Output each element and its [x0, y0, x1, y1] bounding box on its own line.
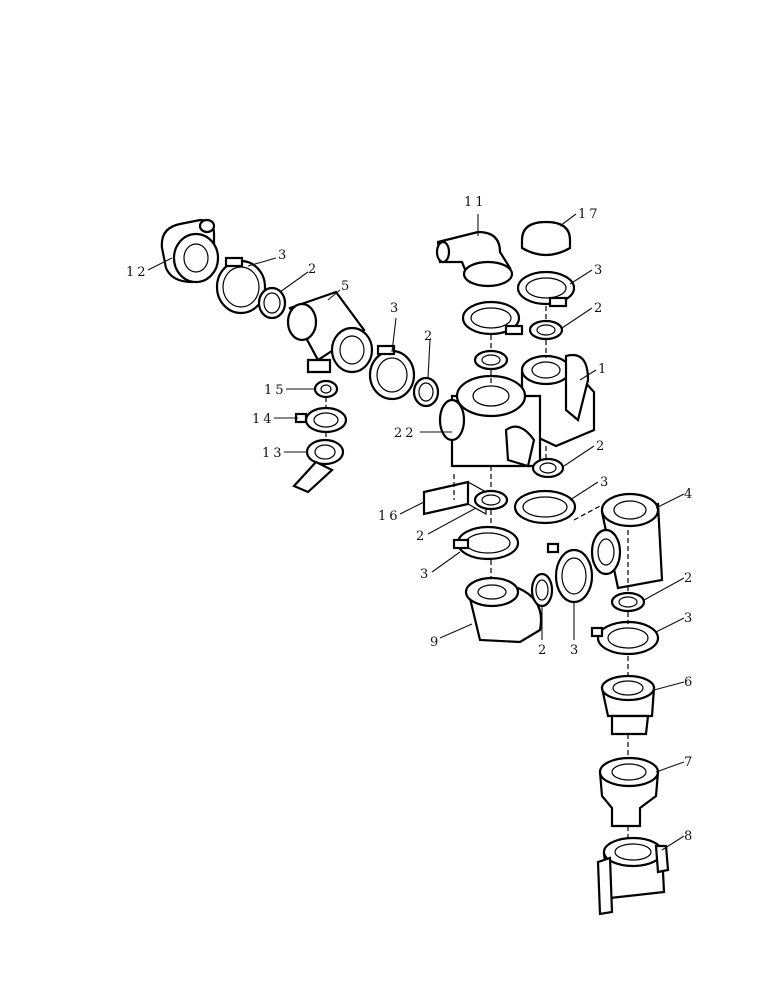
- callout-16: 16: [378, 509, 401, 524]
- callout-12: 12: [126, 265, 149, 280]
- part-14-clamp: [294, 406, 348, 434]
- leader-lines: [147, 213, 685, 851]
- callout-7: 7: [684, 755, 695, 770]
- part-2-oring-middle: [412, 376, 440, 408]
- part-9-elbow: [464, 576, 543, 644]
- callout-11: 11: [464, 195, 487, 210]
- part-15-nut: [313, 379, 339, 399]
- callout-17: 17: [578, 207, 601, 222]
- part-3-clamp-near-9: [546, 542, 594, 604]
- callout-3-a: 3: [278, 248, 289, 263]
- callout-1: 1: [598, 362, 609, 377]
- part-3-clamp-lower-center: [452, 525, 520, 561]
- callout-3-d: 3: [600, 475, 611, 490]
- callout-4: 4: [684, 487, 695, 502]
- part-3-clamp-middle: [368, 344, 416, 401]
- part-2-oring-near-9: [530, 572, 554, 608]
- part-4-tee: [590, 492, 664, 590]
- callout-2-e: 2: [416, 529, 427, 544]
- part-12-elbow: [160, 218, 220, 284]
- callout-3-e: 3: [420, 567, 431, 582]
- callout-2-b: 2: [424, 329, 435, 344]
- callout-3-f: 3: [684, 611, 695, 626]
- part-3-clamp-center-top: [461, 300, 524, 336]
- callout-2-c: 2: [594, 301, 605, 316]
- part-6-adapter: [600, 674, 656, 736]
- part-2-oring-left: [257, 286, 287, 320]
- callout-6: 6: [684, 675, 695, 690]
- part-2-oring-right-lower: [610, 591, 646, 613]
- part-22-valve-body: [438, 374, 542, 468]
- callout-2-f: 2: [684, 571, 695, 586]
- part-17-cap: [520, 220, 572, 257]
- part-5-tee-body: [286, 290, 374, 374]
- part-2-oring-upper-right: [528, 319, 564, 341]
- callout-3-b: 3: [390, 301, 401, 316]
- assembly-center-lines: [325, 306, 629, 840]
- callout-9: 9: [430, 635, 441, 650]
- part-13-hose-barb: [292, 438, 345, 494]
- callout-2-a: 2: [308, 262, 319, 277]
- callout-2-g: 2: [538, 643, 549, 658]
- part-2-oring-lower-right: [531, 457, 565, 479]
- callout-2-d: 2: [596, 439, 607, 454]
- part-8-coupling: [596, 836, 670, 916]
- part-3-clamp-lower-right: [513, 489, 577, 525]
- callout-3-c: 3: [594, 263, 605, 278]
- callout-13: 13: [262, 446, 285, 461]
- part-2-oring-center: [473, 349, 509, 371]
- callout-14: 14: [252, 412, 275, 427]
- callout-15: 15: [264, 383, 287, 398]
- callout-3-g: 3: [570, 643, 581, 658]
- callout-8: 8: [684, 829, 695, 844]
- callout-22: 22: [394, 426, 417, 441]
- part-11-elbow: [435, 230, 514, 288]
- part-7-reducer: [598, 756, 660, 828]
- part-2-oring-lower-center: [473, 489, 509, 511]
- callout-labels: 12 3 2 5 3 2 15 14 13 11 17 3 2 1 22 2 3…: [126, 195, 695, 844]
- part-3-clamp-right-lower: [590, 620, 660, 656]
- callout-5: 5: [341, 279, 352, 294]
- part-3-clamp-left: [215, 256, 267, 315]
- part-3-clamp-right-top: [516, 270, 576, 308]
